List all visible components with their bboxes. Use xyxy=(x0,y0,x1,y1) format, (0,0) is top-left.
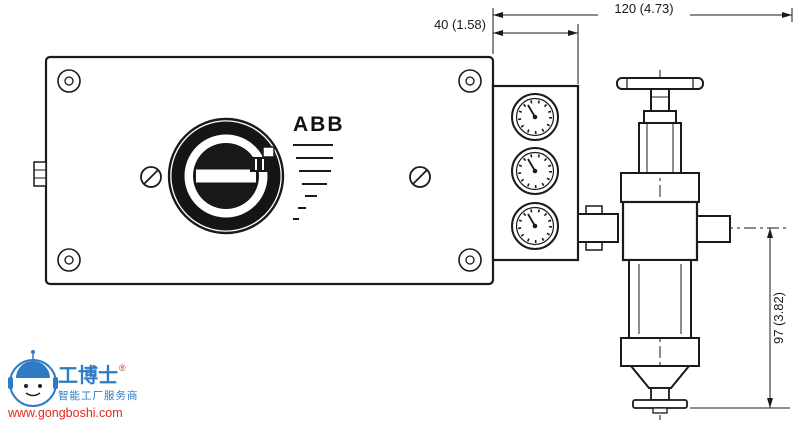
bowl-taper xyxy=(628,365,692,389)
brand-logo: ABB xyxy=(293,113,345,136)
gauge-manifold xyxy=(491,84,580,262)
dimension-extension-lines xyxy=(492,8,793,409)
watermark-logo-icon xyxy=(8,350,58,407)
dimension-120: 120 (4.73) xyxy=(493,1,792,18)
positioner-knob xyxy=(167,117,285,235)
regulator-body xyxy=(621,200,699,262)
outlet-port xyxy=(696,215,731,243)
dimension-label-40: 40 (1.58) xyxy=(434,17,486,32)
pressure-gauge-bottom xyxy=(510,201,560,251)
filter-regulator xyxy=(616,77,731,414)
spring-housing xyxy=(638,122,682,174)
watermark: 工博士 ® 智能工厂服务商 www.gongboshi.com xyxy=(7,350,139,420)
dimension-97: 97 (3.82) xyxy=(767,228,786,408)
t-handle xyxy=(616,77,704,112)
knob-clamp-screw xyxy=(262,146,275,158)
corner-screw-icon xyxy=(57,69,482,272)
positioner-body: ABB xyxy=(33,55,495,286)
dimension-40: 40 (1.58) xyxy=(434,17,578,36)
filter-bowl xyxy=(628,259,692,339)
side-connector xyxy=(33,161,47,187)
adjuster-collar xyxy=(643,110,677,124)
drain-valve xyxy=(632,387,688,414)
slotted-screw-icon xyxy=(140,166,431,188)
dimension-label-120: 120 (4.73) xyxy=(614,1,673,16)
knob-clamp xyxy=(250,157,270,172)
air-pipe xyxy=(577,205,619,251)
vent-slots xyxy=(293,144,333,220)
pressure-gauge-middle xyxy=(510,146,560,196)
watermark-registered-icon: ® xyxy=(119,363,126,373)
dimension-label-97: 97 (3.82) xyxy=(771,292,786,344)
pressure-gauge-top xyxy=(510,92,560,142)
watermark-website: www.gongboshi.com xyxy=(7,406,123,420)
watermark-company: 工博士 xyxy=(58,363,118,387)
watermark-tagline: 智能工厂服务商 xyxy=(58,389,139,402)
